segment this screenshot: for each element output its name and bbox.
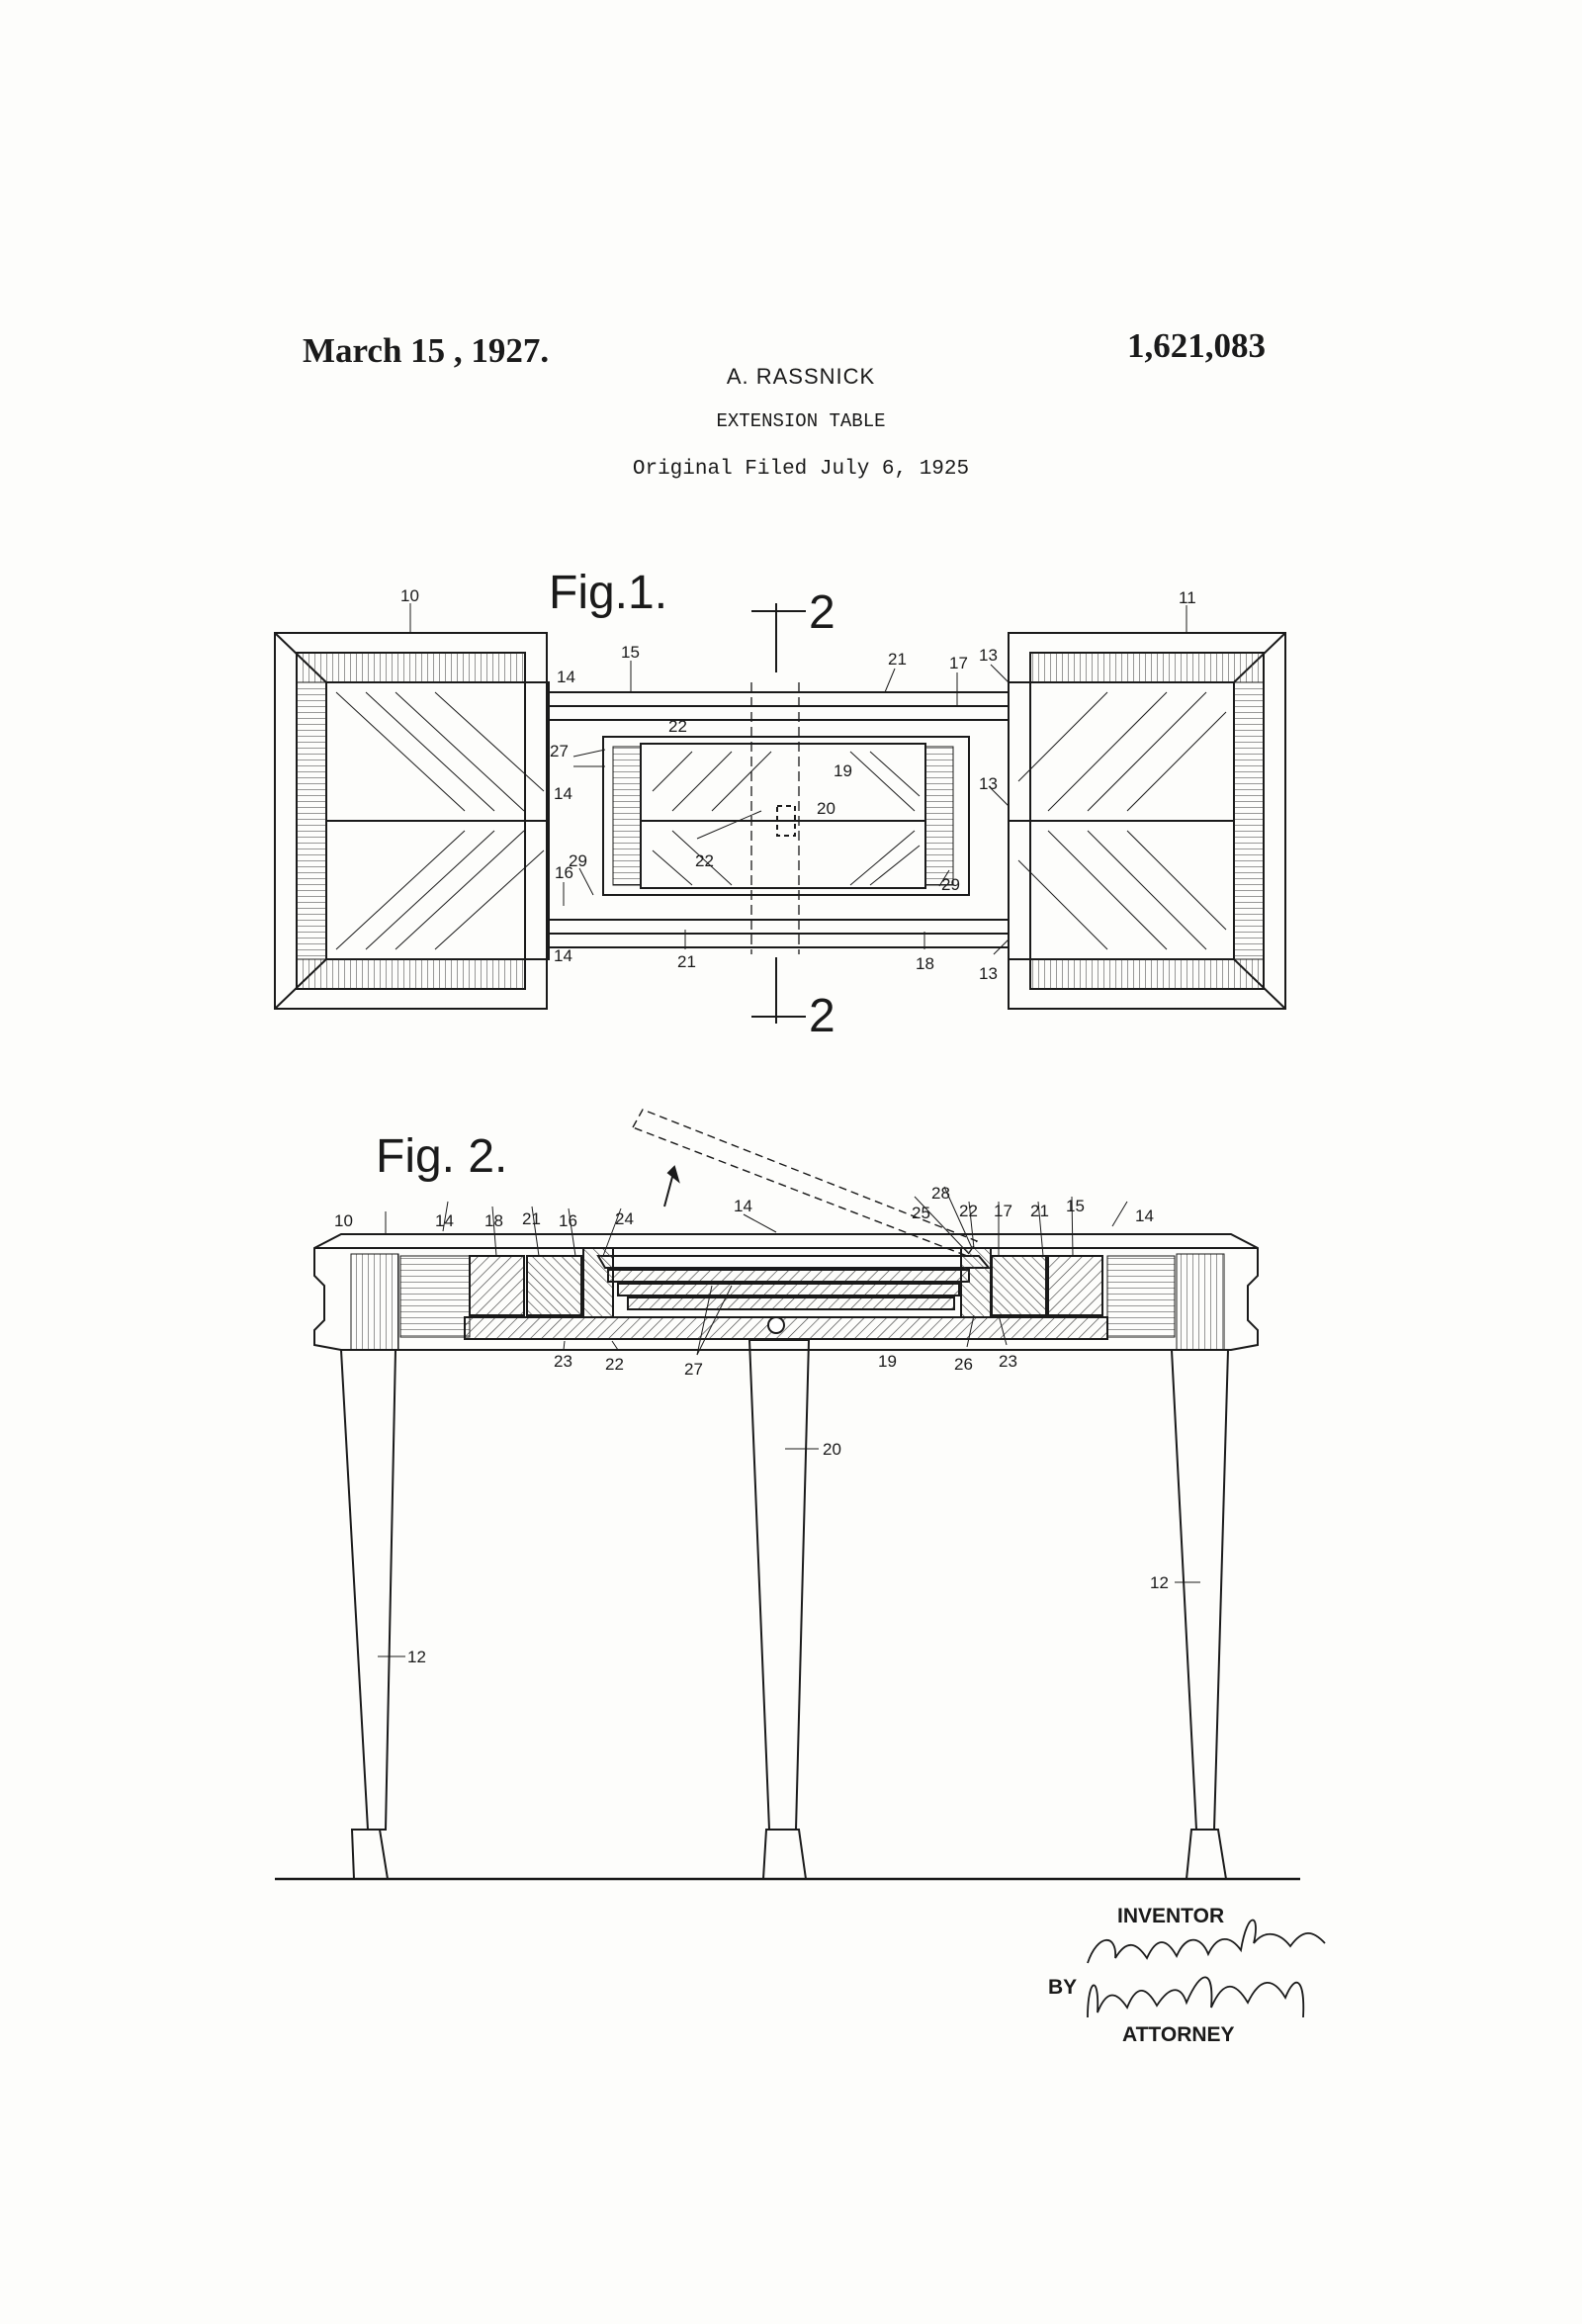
callout: 15 bbox=[621, 643, 640, 662]
svg-text:2: 2 bbox=[809, 990, 835, 1042]
callout: 18 bbox=[484, 1211, 503, 1230]
inventor-signature bbox=[1087, 1919, 1326, 1964]
callout: 24 bbox=[615, 1209, 634, 1228]
callout: 14 bbox=[435, 1211, 454, 1230]
slide-rails bbox=[547, 691, 1009, 948]
callout: 18 bbox=[916, 954, 934, 973]
callout: 14 bbox=[554, 946, 572, 965]
callout: 21 bbox=[677, 952, 696, 971]
fig2-label: Fig. 2. bbox=[376, 1130, 507, 1183]
stacked-leaves bbox=[582, 1247, 992, 1334]
callout: 19 bbox=[878, 1352, 897, 1371]
callout: 10 bbox=[334, 1211, 353, 1230]
callout: 14 bbox=[554, 784, 572, 803]
callout: 29 bbox=[569, 851, 587, 870]
callout: 23 bbox=[999, 1352, 1017, 1371]
callout: 15 bbox=[1066, 1197, 1085, 1215]
fig1-callouts: 10 11 14 15 21 17 13 27 22 19 20 13 14 2… bbox=[400, 586, 1196, 983]
callout: 22 bbox=[695, 851, 714, 870]
callout: 29 bbox=[941, 875, 960, 894]
table-top bbox=[313, 1233, 1259, 1351]
callout: 12 bbox=[1150, 1573, 1169, 1592]
inventor-name: A. RASSNICK bbox=[726, 364, 876, 389]
callout: 14 bbox=[1135, 1207, 1154, 1225]
callout: 20 bbox=[817, 799, 835, 818]
section-line-2-2: 2 2 bbox=[751, 586, 835, 1042]
filing-date: Original Filed July 6, 1925 bbox=[632, 458, 970, 481]
inventor-label: INVENTOR bbox=[1117, 1905, 1225, 1927]
rail-sections bbox=[464, 1255, 1108, 1340]
center-insert-leaf bbox=[602, 682, 970, 954]
callout: 25 bbox=[912, 1204, 930, 1222]
callout: 26 bbox=[954, 1355, 973, 1374]
callout: 20 bbox=[823, 1440, 841, 1459]
callout: 16 bbox=[559, 1211, 577, 1230]
by-label: BY bbox=[1048, 1976, 1078, 1999]
callout: 17 bbox=[994, 1202, 1012, 1220]
callout: 28 bbox=[931, 1184, 950, 1203]
attorney-label: ATTORNEY bbox=[1122, 2023, 1235, 2046]
attorney-signature bbox=[1087, 1976, 1305, 2018]
figure-1: Fig.1. bbox=[274, 567, 1286, 1042]
callout: 27 bbox=[550, 742, 569, 760]
patent-date: March 15 , 1927. bbox=[303, 331, 550, 370]
callout: 13 bbox=[979, 964, 998, 983]
callout: 13 bbox=[979, 646, 998, 665]
callout: 14 bbox=[734, 1197, 752, 1215]
callout: 23 bbox=[554, 1352, 572, 1371]
callout: 22 bbox=[959, 1202, 978, 1220]
right-table-leaf bbox=[1008, 632, 1286, 1010]
svg-text:2: 2 bbox=[809, 586, 835, 639]
left-table-leaf bbox=[274, 632, 550, 1010]
callout: 12 bbox=[407, 1648, 426, 1666]
callout: 16 bbox=[555, 863, 573, 882]
callout: 21 bbox=[522, 1209, 541, 1228]
invention-title: EXTENSION TABLE bbox=[716, 410, 886, 432]
figure-2: Fig. 2. bbox=[275, 1109, 1300, 1881]
callout: 14 bbox=[557, 668, 575, 686]
callout: 21 bbox=[1030, 1202, 1049, 1220]
callout: 22 bbox=[605, 1355, 624, 1374]
callout: 10 bbox=[400, 586, 419, 605]
callout: 13 bbox=[979, 774, 998, 793]
fig2-callouts: 10 14 18 21 16 24 14 25 28 22 17 21 15 1… bbox=[334, 1184, 1169, 1666]
patent-number: 1,621,083 bbox=[1127, 326, 1266, 365]
callout: 22 bbox=[668, 717, 687, 736]
table-legs bbox=[339, 1339, 1230, 1880]
callout: 27 bbox=[684, 1360, 703, 1379]
callout: 11 bbox=[1179, 588, 1196, 607]
callout: 21 bbox=[888, 650, 907, 669]
callout: 19 bbox=[834, 761, 852, 780]
fig1-label: Fig.1. bbox=[549, 567, 667, 619]
callout: 17 bbox=[949, 654, 968, 672]
